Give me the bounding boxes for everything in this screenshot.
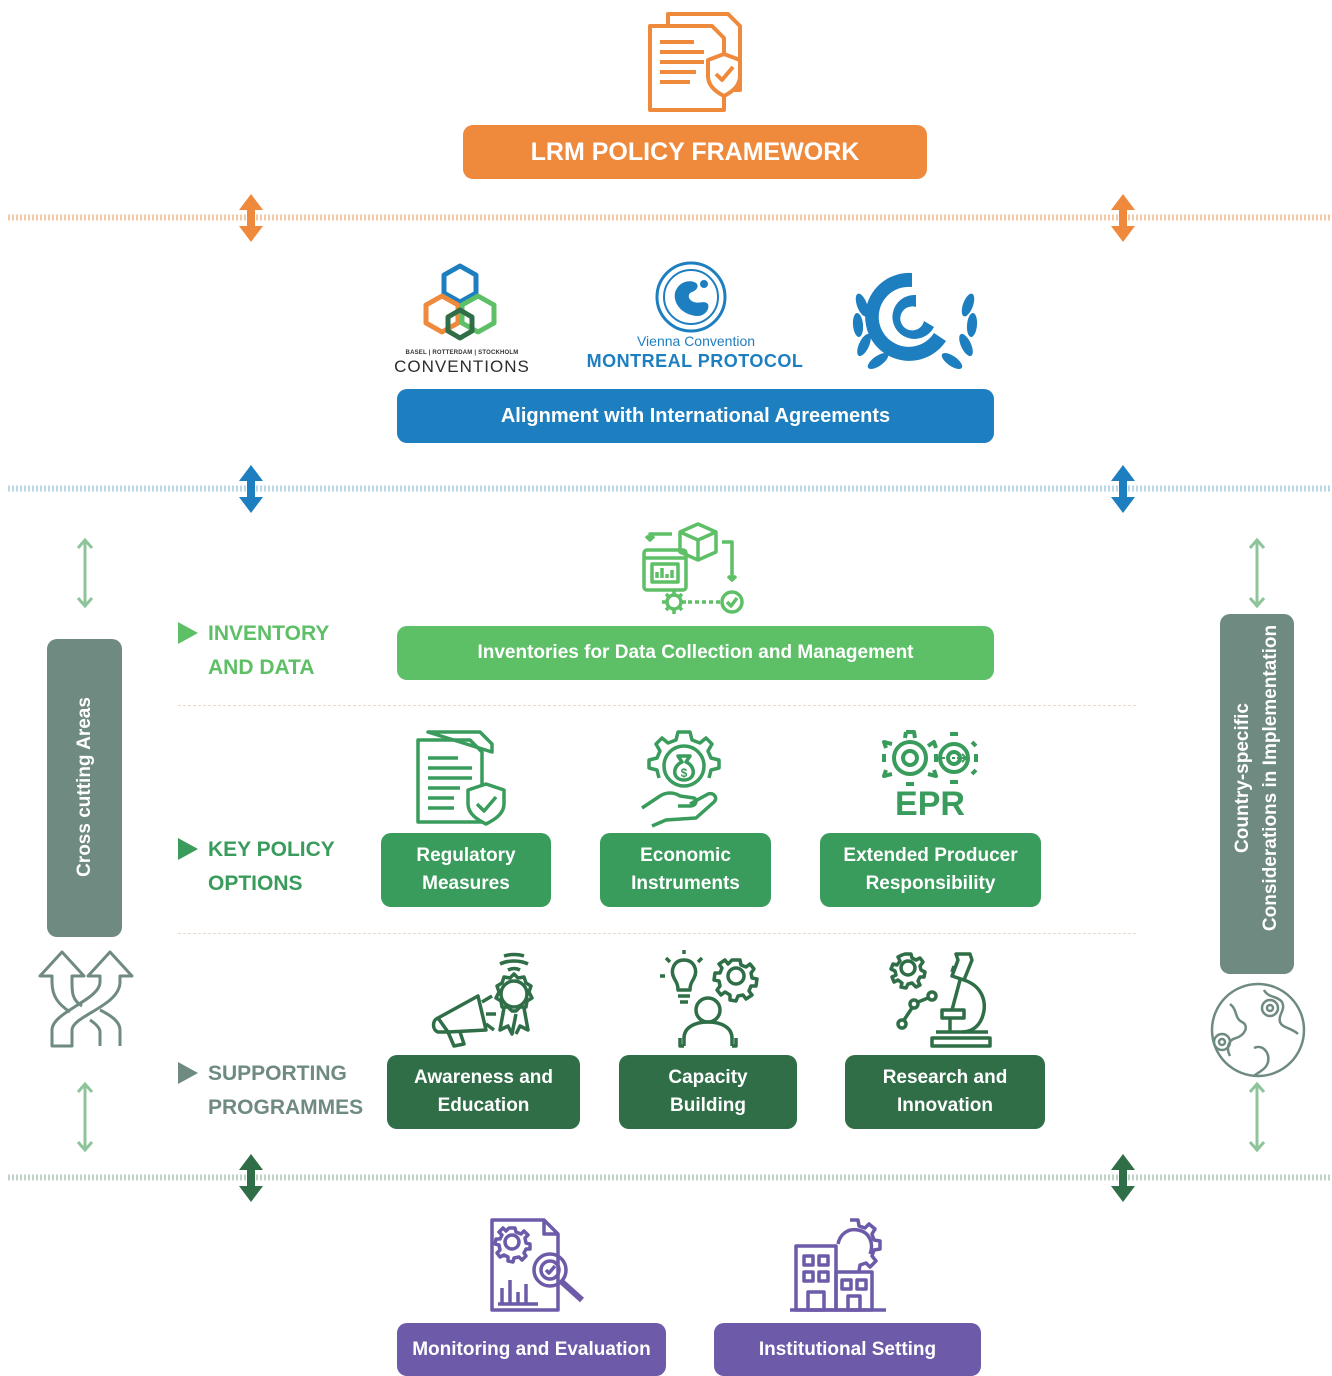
economic-instruments-icon: $ xyxy=(641,730,721,828)
key-policy-label-line2: OPTIONS xyxy=(208,872,303,895)
thin-arrow-right-top xyxy=(1248,537,1266,609)
double-arrow-orange-left xyxy=(239,194,263,242)
double-arrow-green-left xyxy=(239,1154,263,1202)
capacity-building-box: Capacity Building xyxy=(619,1055,797,1129)
supporting-label-line1: SUPPORTING xyxy=(208,1062,347,1085)
country-specific-bar: Country-specific Considerations in Imple… xyxy=(1220,614,1294,974)
megaphone-award-icon xyxy=(431,952,534,1048)
inventory-box-label: Inventories for Data Collection and Mana… xyxy=(477,642,914,663)
capacity-line1: Capacity xyxy=(668,1067,748,1088)
triangle-bullet-icon xyxy=(178,622,198,644)
monitoring-report-icon xyxy=(490,1218,585,1312)
awareness-line2: Education xyxy=(437,1095,530,1116)
monitoring-label: Monitoring and Evaluation xyxy=(412,1338,651,1360)
montreal-protocol-text: MONTREAL PROTOCOL xyxy=(586,351,804,371)
epr-icon-text: EPR xyxy=(895,785,965,823)
regulatory-measures-box: Regulatory Measures xyxy=(381,833,551,907)
agreements-box: Alignment with International Agreements xyxy=(397,389,994,443)
separator-orange xyxy=(8,214,1332,221)
key-policy-section-label: KEY POLICY OPTIONS xyxy=(178,833,335,901)
supporting-label-line2: PROGRAMMES xyxy=(208,1096,364,1119)
world-map-icon xyxy=(1210,982,1306,1078)
key-policy-label-line1: KEY POLICY xyxy=(208,838,335,861)
thin-arrow-right-bottom xyxy=(1248,1081,1266,1153)
un-climate-logo xyxy=(852,272,978,370)
separator-blue xyxy=(8,485,1332,492)
institutional-setting-box: Institutional Setting xyxy=(714,1323,981,1376)
economic-line2: Instruments xyxy=(631,873,740,894)
divider-key-policy xyxy=(178,933,1136,934)
economic-line1: Economic xyxy=(640,845,731,866)
cross-cutting-bar: Cross cutting Areas xyxy=(47,639,122,937)
data-management-icon xyxy=(642,522,744,614)
research-innovation-icon xyxy=(889,952,992,1048)
institutional-building-icon xyxy=(790,1218,886,1312)
regulatory-line1: Regulatory xyxy=(416,845,516,866)
awareness-line1: Awareness and xyxy=(413,1067,554,1088)
vienna-convention-text: Vienna Convention xyxy=(636,333,756,349)
supporting-section-label: SUPPORTING PROGRAMMES xyxy=(178,1057,363,1125)
agreements-box-label: Alignment with International Agreements xyxy=(500,405,891,427)
cross-cutting-label: Cross cutting Areas xyxy=(74,697,95,877)
epr-line1: Extended Producer xyxy=(843,845,1018,866)
inventory-label-line2: AND DATA xyxy=(208,656,315,679)
double-arrow-green-right xyxy=(1111,1154,1135,1202)
epr-gears-icon xyxy=(882,730,978,786)
basel-conventions-logo xyxy=(423,263,497,341)
monitoring-evaluation-box: Monitoring and Evaluation xyxy=(397,1323,666,1376)
inventory-section-label: INVENTORY AND DATA xyxy=(178,617,329,685)
inventory-label-line1: INVENTORY xyxy=(208,622,330,645)
institutional-label: Institutional Setting xyxy=(758,1338,937,1360)
research-line1: Research and xyxy=(882,1067,1008,1088)
regulatory-line2: Measures xyxy=(422,873,510,894)
triangle-bullet-icon xyxy=(178,838,198,860)
divider-inventory xyxy=(178,705,1136,706)
regulatory-document-icon xyxy=(416,730,506,826)
thin-arrow-left-bottom xyxy=(76,1081,94,1153)
country-specific-label-2: Considerations in Implementation xyxy=(1260,624,1281,932)
basel-logo-main-text: CONVENTIONS xyxy=(394,357,530,376)
title-banner: LRM POLICY FRAMEWORK xyxy=(463,125,927,179)
research-innovation-box: Research and Innovation xyxy=(845,1055,1045,1129)
svg-text:$: $ xyxy=(681,766,688,780)
basel-logo-small-text: BASEL | ROTTERDAM | STOCKHOLM xyxy=(405,350,519,356)
economic-instruments-box: Economic Instruments xyxy=(600,833,771,907)
separator-green xyxy=(8,1174,1332,1181)
capacity-building-icon xyxy=(660,950,759,1048)
double-arrow-orange-right xyxy=(1111,194,1135,242)
double-arrow-blue-left xyxy=(239,465,263,513)
title-text: LRM POLICY FRAMEWORK xyxy=(530,138,860,166)
research-line2: Innovation xyxy=(896,1095,994,1116)
double-arrow-blue-right xyxy=(1111,465,1135,513)
capacity-line2: Building xyxy=(670,1095,746,1116)
policy-document-icon xyxy=(648,12,742,112)
thin-arrow-left-top xyxy=(76,537,94,609)
crossing-arrows-icon xyxy=(38,950,134,1048)
epr-line2: Responsibility xyxy=(865,873,996,894)
country-specific-label-1: Country-specific xyxy=(1232,703,1253,853)
awareness-education-box: Awareness and Education xyxy=(387,1055,580,1129)
triangle-bullet-icon xyxy=(178,1062,198,1084)
inventory-box: Inventories for Data Collection and Mana… xyxy=(397,626,994,680)
globe-logo xyxy=(655,261,727,333)
epr-box: Extended Producer Responsibility xyxy=(820,833,1041,907)
